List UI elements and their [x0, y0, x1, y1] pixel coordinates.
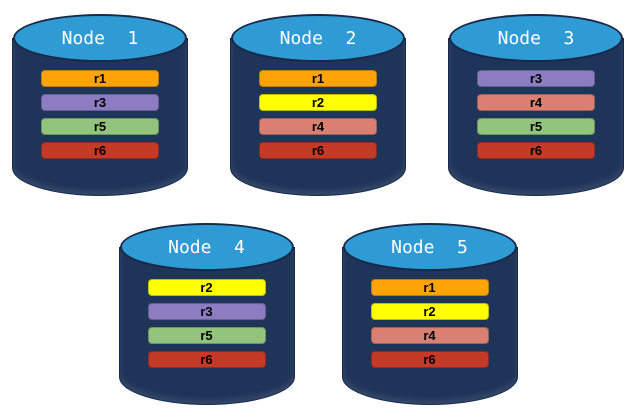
replica-bar-r6: r6 [41, 142, 159, 159]
replica-bar-r5: r5 [147, 327, 266, 344]
cylinder-body [230, 38, 406, 196]
replica-label: r1 [311, 71, 325, 86]
cylinder-body [341, 247, 518, 405]
replica-bar-r6: r6 [147, 351, 266, 368]
replica-bar-r1: r1 [370, 279, 489, 296]
replica-label: r6 [529, 143, 543, 158]
replica-label: r3 [200, 304, 213, 319]
replica-bar-r1: r1 [259, 70, 377, 87]
node-row-2: Node 4 r2 r3 r5 r6 Node 5 r1 r2 r4 r6 [0, 221, 636, 405]
node-title: Node 3 [497, 27, 575, 49]
replica-label: r4 [529, 95, 543, 110]
replica-bar-r3: r3 [477, 70, 595, 87]
replica-label: r6 [311, 143, 325, 158]
db-node: Node 2 r1 r2 r4 r6 [230, 12, 406, 196]
cylinder-body [12, 38, 188, 196]
replica-label: r4 [311, 119, 325, 134]
replica-bar-r1: r1 [41, 70, 159, 87]
cylinder-top: Node 4 [119, 223, 294, 271]
replica-label: r6 [423, 352, 436, 367]
replica-bar-r3: r3 [41, 94, 159, 111]
db-node: Node 3 r3 r4 r5 r6 [448, 12, 624, 196]
replica-label: r1 [93, 71, 107, 86]
node-title: Node 4 [168, 236, 245, 258]
replica-bar-r4: r4 [370, 327, 489, 344]
cylinder-top: Node 1 [13, 14, 187, 62]
cylinder-top: Node 2 [231, 14, 405, 62]
replica-bars: r1 r2 r4 r6 [370, 279, 489, 368]
replica-label: r3 [93, 95, 107, 110]
replica-bar-r6: r6 [370, 351, 489, 368]
replica-label: r5 [200, 328, 213, 343]
replica-bar-r5: r5 [477, 118, 595, 135]
replica-bar-r4: r4 [477, 94, 595, 111]
replica-label: r1 [423, 280, 436, 295]
replica-bar-r4: r4 [259, 118, 377, 135]
cylinder-body [118, 247, 295, 405]
node-title: Node 2 [279, 27, 357, 49]
replica-label: r3 [529, 71, 543, 86]
db-node: Node 1 r1 r3 r5 r6 [12, 12, 188, 196]
db-node: Node 4 r2 r3 r5 r6 [118, 221, 295, 405]
replica-bars: r3 r4 r5 r6 [477, 70, 595, 159]
replica-label: r2 [311, 95, 325, 110]
replica-label: r5 [529, 119, 543, 134]
replica-bar-r2: r2 [370, 303, 489, 320]
node-title: Node 1 [61, 27, 139, 49]
db-node: Node 5 r1 r2 r4 r6 [341, 221, 518, 405]
replica-bar-r6: r6 [477, 142, 595, 159]
replica-bar-r6: r6 [259, 142, 377, 159]
replica-label: r6 [93, 143, 107, 158]
node-title: Node 5 [391, 236, 468, 258]
replica-bars: r1 r3 r5 r6 [41, 70, 159, 159]
replica-label: r2 [200, 280, 213, 295]
node-row-1: Node 1 r1 r3 r5 r6 Node 2 r1 r2 r4 r6 Node 3 r… [0, 0, 636, 196]
replica-label: r6 [200, 352, 213, 367]
replica-label: r2 [423, 304, 436, 319]
replica-bar-r2: r2 [147, 279, 266, 296]
replica-bar-r3: r3 [147, 303, 266, 320]
replica-bars: r2 r3 r5 r6 [147, 279, 266, 368]
cylinder-top: Node 3 [449, 14, 623, 62]
replica-label: r4 [423, 328, 436, 343]
replica-bar-r2: r2 [259, 94, 377, 111]
cylinder-body [448, 38, 624, 196]
replica-bar-r5: r5 [41, 118, 159, 135]
cylinder-top: Node 5 [342, 223, 517, 271]
replica-label: r5 [93, 119, 107, 134]
replica-bars: r1 r2 r4 r6 [259, 70, 377, 159]
